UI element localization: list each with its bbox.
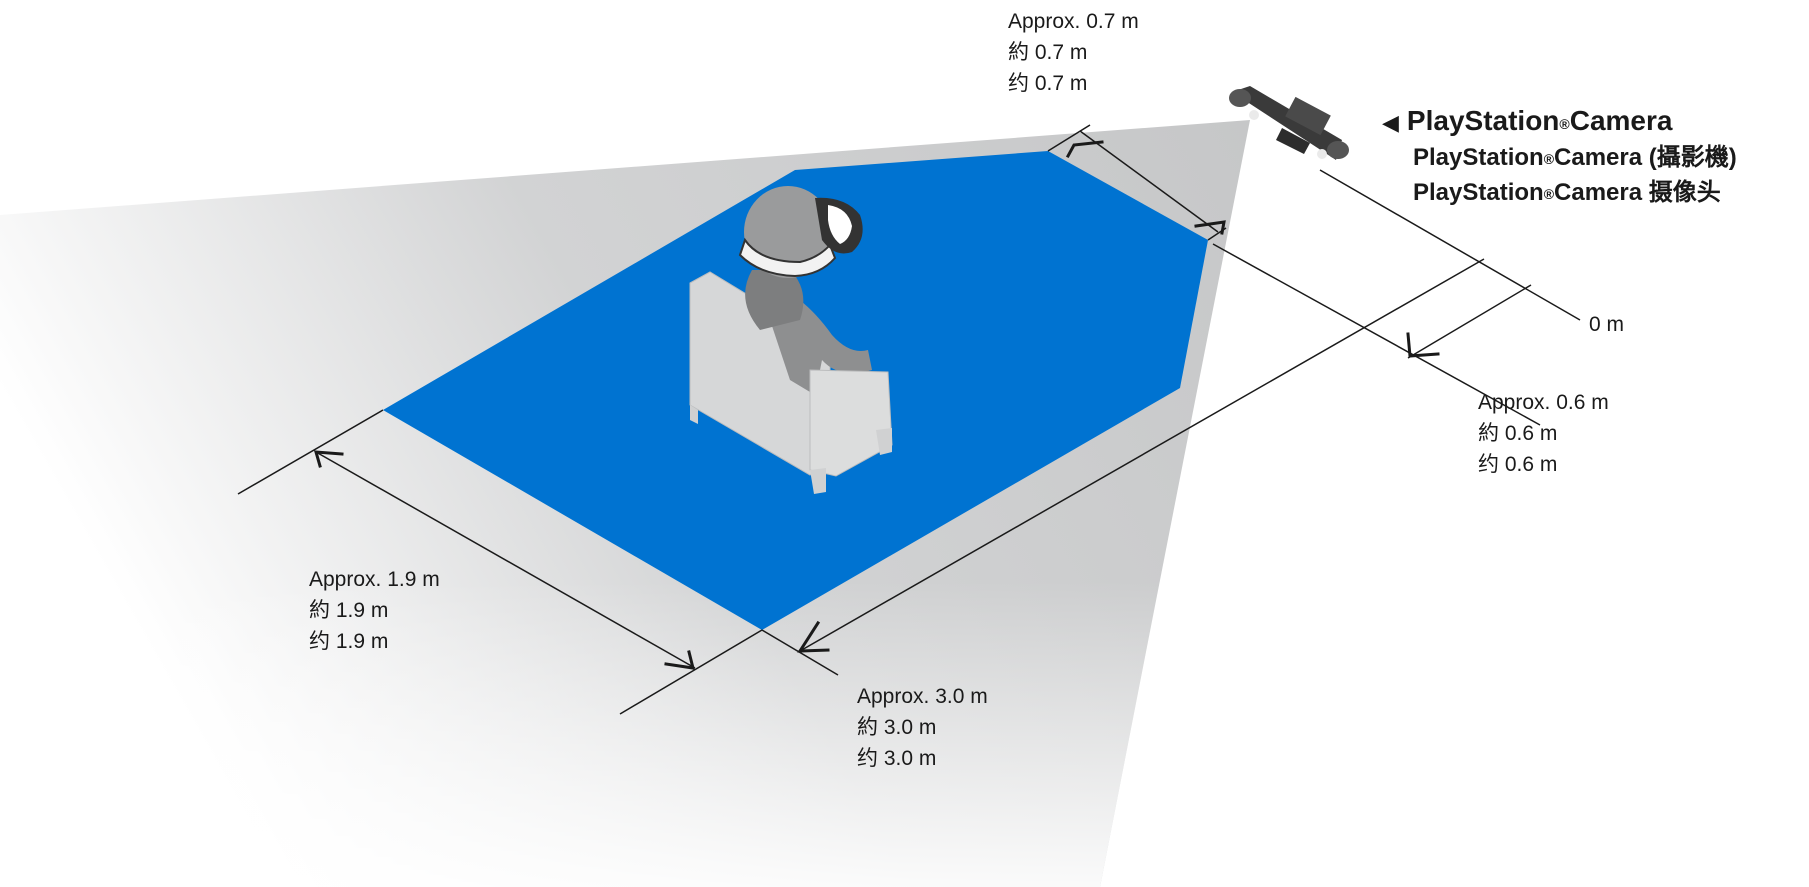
distance-label-left: Approx. 1.9 m 約 1.9 m 约 1.9 m [309,568,440,653]
distance-label-bottom: Approx. 3.0 m 約 3.0 m 约 3.0 m [857,685,988,770]
arrow-top-right [1194,220,1226,235]
arrow-left-bottom [664,650,695,670]
camera-label-en: ◀PlayStation®Camera [1382,104,1737,141]
camera-label: ◀PlayStation®Camera PlayStation®Camera (… [1382,104,1737,211]
camera-label-zh-tw: PlayStation®Camera (攝影機) [1413,144,1737,171]
dimension-line-left [315,451,696,669]
playstation-camera-icon [1229,86,1349,160]
distance-label-origin: 0 m [1589,313,1625,336]
arrow-right [1406,332,1440,358]
origin-line [1319,169,1581,321]
seated-user-with-vr-headset-icon [689,186,893,494]
camera-label-zh-cn: PlayStation®Camera 摄像头 [1413,179,1721,206]
arrow-left-top [313,450,344,468]
extension-line-left-bottom [619,629,763,715]
distance-label-right: Approx. 0.6 m 約 0.6 m 约 0.6 m [1478,391,1609,476]
extension-line-top-left [1047,124,1091,152]
arrow-bottom [797,620,830,653]
dimension-arrows [313,140,1440,670]
dimension-line-top [1079,130,1219,233]
extension-line-right [1212,243,1541,426]
pointer-triangle-icon: ◀ [1382,110,1399,135]
dimension-line-right [1407,284,1532,359]
extension-line-left-top [237,409,384,495]
distance-label-top: Approx. 0.7 m 約 0.7 m 约 0.7 m [1008,10,1139,95]
dimension-line-bottom [799,258,1485,652]
arrow-top-left [1065,140,1104,159]
dimension-lines [237,124,1581,715]
